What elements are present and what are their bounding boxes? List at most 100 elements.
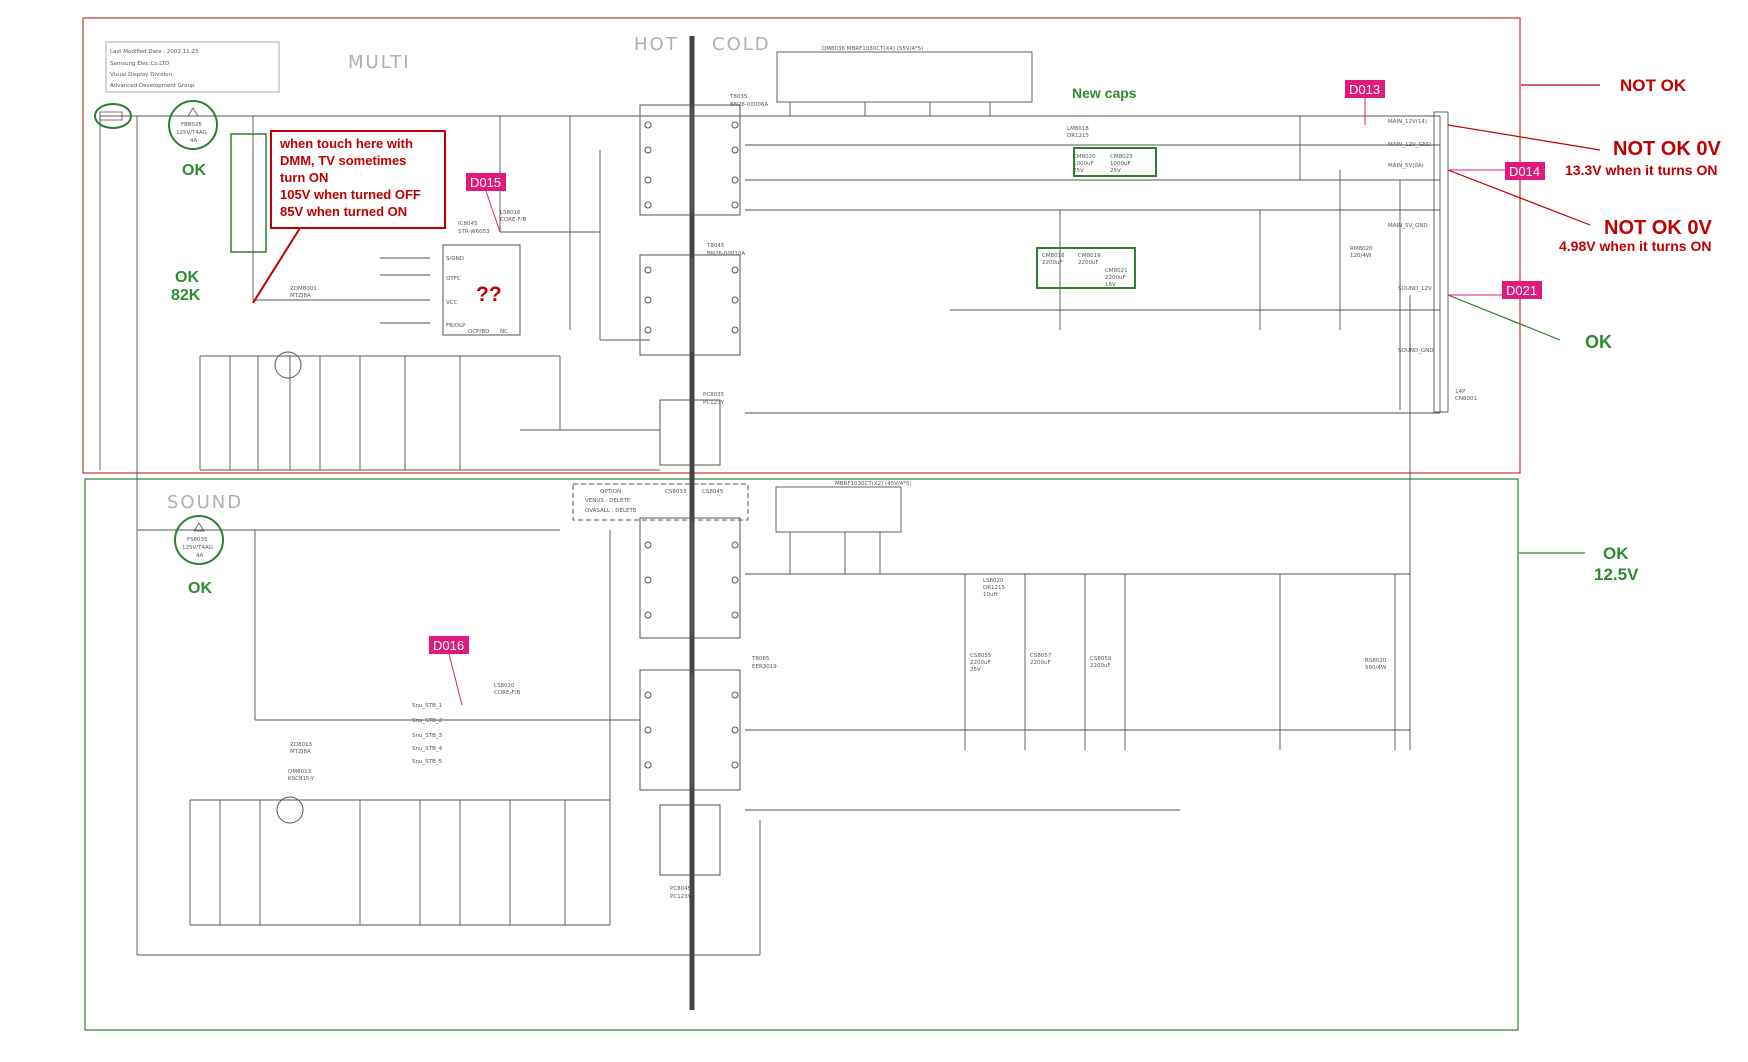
sound12v-status-line [1447, 294, 1561, 341]
t8035-pn: BN26-00006A [730, 102, 768, 108]
ls8020-ind: 10uH [983, 592, 998, 598]
sound-section-frame [84, 478, 1519, 1031]
main12v-status: NOT OK [1620, 76, 1687, 95]
touch-warning-note: when touch here with DMM, TV sometimes t… [270, 130, 446, 229]
cm8016-label: CM8016 [1042, 253, 1065, 259]
pc8045-pn: PC123Y [670, 894, 692, 900]
ls8020-label: LS8020 [983, 578, 1004, 584]
ic-pin-fbolp: FB/OLP [446, 323, 466, 329]
conn-pin-sound12v: SOUND_12V [1398, 286, 1432, 292]
cm8020-v: 25V [1073, 168, 1084, 174]
snu-stb-5: Snu_STB_5 [412, 759, 443, 765]
input-connector-highlight [94, 103, 132, 129]
hot-side-label: HOT [634, 34, 679, 55]
t8045-pn: BN26-00010A [707, 251, 745, 257]
cm8019-label: CM8019 [1078, 253, 1101, 259]
rm8020-label: RM8020 [1350, 246, 1373, 252]
ref-d013: D013 [1345, 80, 1385, 98]
title-block: Last Modified Date : 2002.11.23 Samsung … [105, 41, 280, 93]
warning-icon [193, 522, 205, 532]
d014b-note: 4.98V when it turns ON [1559, 238, 1711, 254]
fuse-sound-rating: 125V/T4AG [182, 545, 213, 551]
ic8045-label: IC8045 [458, 221, 478, 227]
pc8035-pn: PC123Y [703, 400, 725, 406]
cm8019-val: 2200uF [1078, 260, 1099, 266]
ref-d015-leader [485, 190, 501, 233]
new-caps-box-1 [1073, 147, 1157, 177]
ic-pin-ocpbd: OCP/BD [468, 329, 489, 335]
pc8045-label: PC8045 [670, 886, 692, 892]
warning-line-3: turn ON [280, 170, 328, 185]
conn-pin-main12v: MAIN_12V(14) [1388, 119, 1427, 125]
lm8016-val: CORE-F/B [500, 217, 526, 223]
transistor-qs8013 [276, 796, 304, 824]
warning-line-1: when touch here with [279, 136, 413, 151]
warning-line-4: 105V when turned OFF [280, 187, 421, 202]
transformer-multi-1 [639, 104, 741, 216]
new-caps-box-2 [1036, 247, 1136, 289]
cs-voltage: 25V [970, 667, 981, 673]
fuse-multi-amp: 4A [190, 138, 197, 144]
multi-part-labels: T8035 BN26-00006A T8045 BN26-00010A PC80… [290, 46, 1373, 406]
ref-d014: D014 [1505, 162, 1545, 180]
cm8023-v: 25V [1110, 168, 1121, 174]
warning-icon [187, 107, 199, 117]
conn-pin-main5v: MAIN_5V(0A) [1388, 163, 1424, 169]
ref-d016: D016 [429, 636, 469, 654]
pc8035-label: PC8035 [703, 392, 725, 398]
d014-note: 13.3V when it turns ON [1565, 162, 1717, 178]
cs8057-label: CS8057 [1030, 653, 1052, 659]
cm8021-val: 2200uF [1105, 275, 1126, 281]
sound-section-status: OK [1603, 544, 1629, 563]
t8065-pn: EER3019 [752, 664, 777, 670]
zdm8001-label: ZDM8001 [290, 286, 317, 292]
company-name: Samsung Elec.Co.LTD [110, 61, 169, 67]
option-line-1: VENUS : DELETE [585, 498, 631, 504]
zd8013-label: ZD8013 [290, 742, 313, 748]
multi-wiring [99, 51, 1441, 955]
transformer-sound-1 [639, 517, 741, 639]
conn-pin-sound-gnd: SOUND_GND [1398, 348, 1434, 354]
warning-pointer-line [252, 227, 301, 304]
cs8059-label: CS8059 [1090, 656, 1112, 662]
cs8045-label: CS8045 [702, 489, 724, 495]
conn-name: CN8001 [1455, 396, 1477, 402]
cm-voltage: 16V [1105, 282, 1116, 288]
fuse-multi-ok: OK [182, 162, 206, 179]
ic-pin-vcc: VCC [446, 300, 458, 306]
snu-stb-1: Snu_STB_1 [412, 703, 442, 709]
d014b-status: NOT OK 0V [1604, 217, 1712, 239]
ic8045: IC8045 STR-W6053 S/GND OTFC VCC FB/OLP O… [442, 221, 521, 336]
cs8033-label: CS8033 [665, 489, 687, 495]
multi-section-frame [82, 17, 1521, 474]
d014b-status-line [1447, 169, 1591, 226]
sound12v-status: OK [1585, 332, 1612, 352]
option-title: OPTION [600, 489, 621, 495]
sound-part-labels: MBRF1030CT(X2) (45V/4*5) T8065 EER3019 P… [288, 481, 1387, 900]
sound-wiring [137, 295, 1411, 956]
fuse-sound: FS8035 125V/T4AG 4A [174, 515, 224, 565]
ls8020b-label: LS8020 [494, 683, 515, 689]
transistor-qm8013 [274, 351, 302, 379]
ref-d021-text: D021 [1506, 283, 1537, 298]
ref-d013-text: D013 [1349, 82, 1380, 97]
cs8059-val: 2200uF [1090, 663, 1111, 669]
conn-pin-main5v-gnd: MAIN_5V_GND [1388, 223, 1428, 229]
ref-d016-leader [448, 653, 463, 706]
warning-line-2: DMM, TV sometimes [280, 153, 406, 168]
zd8013-val: MTZJ8A [290, 749, 311, 755]
d014-status: NOT OK 0V [1613, 138, 1721, 160]
ls8020-val: DR1215 [983, 585, 1006, 591]
transformer-sound-2 [639, 669, 741, 791]
ic-pin-nc: NC [500, 329, 508, 335]
unknown-ic-mark: ?? [476, 283, 502, 306]
cm8021-label: CM8021 [1105, 268, 1128, 274]
rs8020-label: RS8020 [1365, 658, 1387, 664]
zdm8001-val: MTZJ8A [290, 293, 311, 299]
lm8016-label: LS8016 [500, 210, 521, 216]
d014-status-line [1447, 124, 1601, 151]
snu-stb-2: Snu_STB_2 [412, 718, 442, 724]
cm8020-label: CM8020 [1073, 154, 1096, 160]
conn-desc: 14P [1455, 389, 1466, 395]
